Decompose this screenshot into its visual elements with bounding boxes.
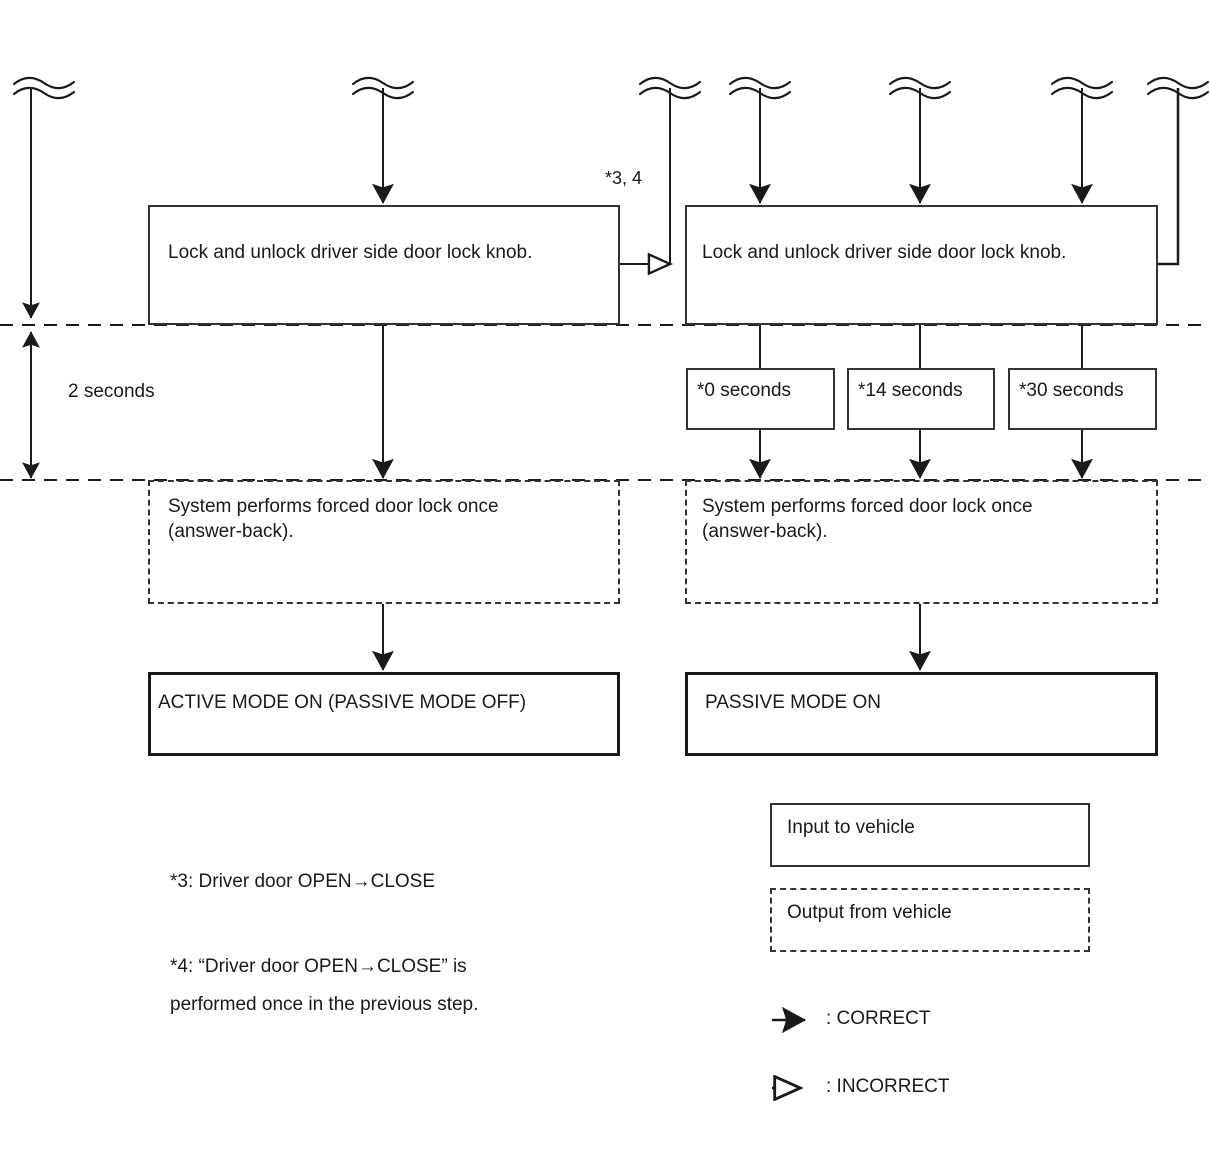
right-output-box[interactable] xyxy=(685,480,1158,604)
timing-box-30-seconds-label: *30 seconds xyxy=(1019,380,1124,401)
right-result-box-label: PASSIVE MODE ON xyxy=(705,692,881,713)
timing-box-0-seconds-label: *0 seconds xyxy=(697,380,792,401)
timing-box-14-seconds-label: *14 seconds xyxy=(858,380,963,401)
left-result-box-label: ACTIVE MODE ON (PASSIVE MODE OFF) xyxy=(158,692,527,713)
break-squiggle-icon-1 xyxy=(12,76,76,100)
footnote-4: *4: “Driver door OPEN→CLOSE” is performe… xyxy=(170,956,479,1015)
right-action-box-label: Lock and unlock driver side door lock kn… xyxy=(702,242,1067,263)
legend-input-box-label: Input to vehicle xyxy=(787,817,915,838)
legend-correct-label: : CORRECT xyxy=(826,1008,931,1029)
timing-box-0-seconds[interactable] xyxy=(686,368,835,430)
legend-incorrect-label: : INCORRECT xyxy=(826,1076,950,1097)
left-output-box[interactable] xyxy=(148,480,620,604)
timeline-duration-label: 2 seconds xyxy=(68,381,155,402)
incorrect-branch-marker-label: *3, 4 xyxy=(605,168,643,188)
timing-box-30-seconds[interactable] xyxy=(1008,368,1157,430)
left-result-box[interactable] xyxy=(148,672,620,756)
footnote-3: *3: Driver door OPEN→CLOSE xyxy=(170,871,436,892)
legend-output-box xyxy=(770,888,1090,952)
right-output-box-label: System performs forced door lock once (a… xyxy=(702,496,1033,542)
left-output-box-label: System performs forced door lock once (a… xyxy=(168,496,499,542)
left-action-box-label: Lock and unlock driver side door lock kn… xyxy=(168,242,533,263)
legend-output-box-label: Output from vehicle xyxy=(787,902,952,923)
right-result-box[interactable] xyxy=(685,672,1158,756)
left-action-box[interactable] xyxy=(148,205,620,325)
legend-input-box xyxy=(770,803,1090,867)
right-return-connector xyxy=(1157,88,1180,266)
right-action-box[interactable] xyxy=(685,205,1158,325)
timing-box-14-seconds[interactable] xyxy=(847,368,995,430)
